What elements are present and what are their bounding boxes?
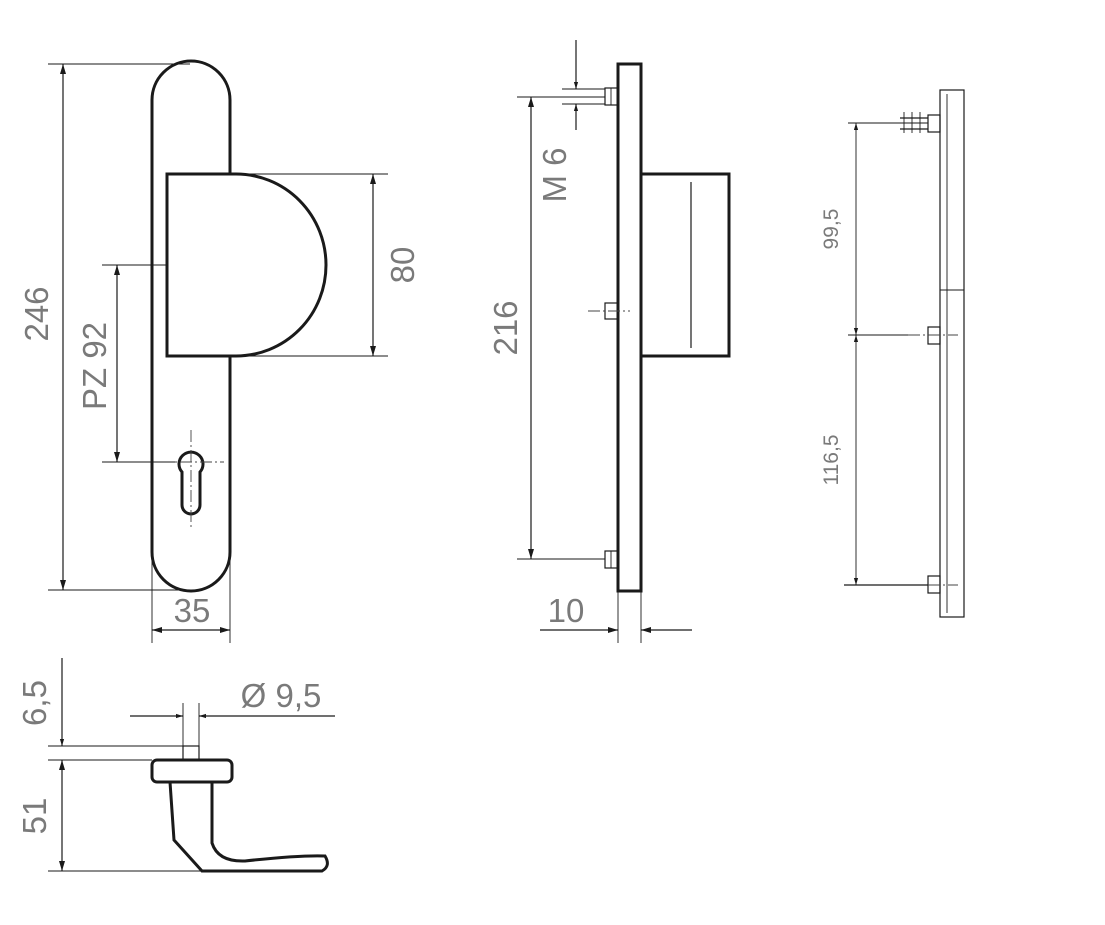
dim-lower-distance: 116,5 [820, 335, 928, 586]
dim-plate-thickness: 10 [540, 591, 692, 643]
dim-label-35: 35 [174, 592, 211, 629]
dim-label-10: 10 [548, 592, 585, 629]
dim-label-51: 51 [16, 798, 53, 835]
side-handle-block [641, 172, 731, 358]
dim-total-height: 246 [18, 63, 190, 591]
dim-screw-thread: M 6 [536, 40, 605, 203]
backplate-outline [150, 59, 232, 593]
dim-label-6-5: 6,5 [16, 680, 53, 726]
handle-rose [165, 172, 328, 358]
cylinder-keyhole [160, 430, 224, 530]
dim-screw-distance: 216 [487, 96, 605, 560]
front-view: 246 80 PZ 92 35 [18, 59, 421, 643]
dim-label-99-5: 99,5 [820, 209, 843, 250]
dim-label-m6: M 6 [536, 147, 573, 202]
dim-pin-diameter: Ø 9,5 [130, 677, 335, 746]
dim-label-dia-9-5: Ø 9,5 [241, 677, 322, 714]
dim-handle-projection: 51 [16, 760, 202, 872]
right-screw-top [900, 112, 941, 133]
right-screw-middle [908, 326, 958, 345]
dim-upper-distance: 99,5 [820, 122, 928, 336]
side-screw-top [604, 87, 619, 106]
dim-pin-height: 6,5 [16, 658, 183, 761]
dim-label-216: 216 [487, 300, 524, 355]
side-screw-middle [588, 302, 630, 320]
side-screw-bottom [604, 550, 619, 569]
dim-cylinder-distance: PZ 92 [76, 264, 175, 463]
dim-plate-width: 35 [151, 560, 231, 643]
right-plate [939, 89, 965, 618]
right-view: 99,5 116,5 [820, 89, 965, 618]
dim-label-pz92: PZ 92 [76, 322, 113, 410]
side-plate [616, 62, 643, 593]
bottom-view: 6,5 51 Ø 9,5 [16, 658, 335, 873]
dim-label-246: 246 [18, 286, 55, 341]
handle-rose-disc [150, 758, 234, 784]
handle-pin [182, 745, 200, 761]
handle-lever [168, 781, 329, 873]
dim-handle-height: 80 [236, 173, 421, 357]
dim-label-116-5: 116,5 [820, 435, 843, 486]
dim-label-80: 80 [384, 247, 421, 284]
side-view: M 6 216 10 [487, 40, 731, 643]
